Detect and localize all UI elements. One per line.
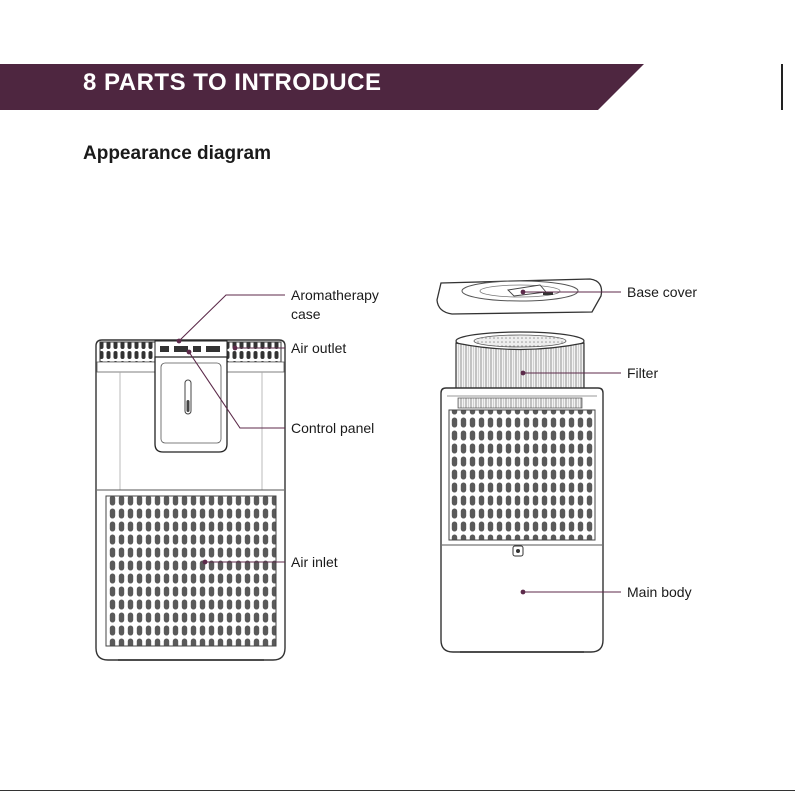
- footer-rule: [0, 790, 795, 791]
- label-aromatherapy-case: Aromatherapy case: [291, 286, 379, 324]
- exploded-purifier: [437, 279, 603, 652]
- label-filter: Filter: [627, 364, 658, 383]
- label-aromatherapy-line1: Aromatherapy: [291, 286, 379, 305]
- label-air-inlet: Air inlet: [291, 553, 338, 572]
- label-aromatherapy-line2: case: [291, 305, 379, 324]
- label-base-cover: Base cover: [627, 283, 697, 302]
- label-control-panel: Control panel: [291, 419, 374, 438]
- assembled-purifier: [96, 340, 285, 660]
- label-main-body: Main body: [627, 583, 692, 602]
- label-air-outlet: Air outlet: [291, 339, 346, 358]
